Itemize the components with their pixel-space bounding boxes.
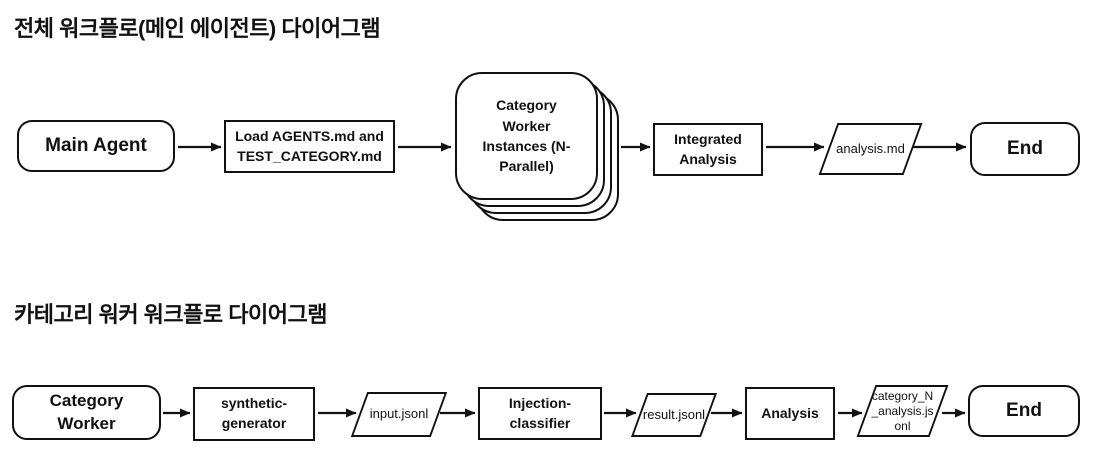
node-end-worker: End xyxy=(968,385,1080,437)
node-category-worker-label: Category Worker xyxy=(49,390,124,433)
node-result-jsonl: result.jsonl xyxy=(630,393,718,437)
node-category-worker: Category Worker xyxy=(12,385,161,440)
node-injection-classifier-label: Injection-classifier xyxy=(508,394,572,431)
node-analysis-md-label: analysis.md xyxy=(836,140,905,156)
node-category-n-analysis-jsonl-label: category_N_analysis.jsonl xyxy=(871,388,934,433)
node-injection-classifier: Injection-classifier xyxy=(478,387,602,440)
node-synthetic-generator: synthetic-generator xyxy=(193,387,315,441)
worker-workflow-title: 카테고리 워커 워크플로 다이어그램 xyxy=(14,302,327,327)
node-end-main-label: End xyxy=(1007,137,1043,159)
node-load-files: Load AGENTS.md and TEST_CATEGORY.md xyxy=(224,120,395,173)
node-main-agent-label: Main Agent xyxy=(45,134,147,156)
node-end-main: End xyxy=(970,122,1080,176)
node-main-agent: Main Agent xyxy=(17,120,175,172)
node-integrated-analysis-label: Integrated Analysis xyxy=(674,130,742,167)
node-category-n-analysis-jsonl: category_N_analysis.jsonl xyxy=(855,385,950,437)
main-workflow-title: 전체 워크플로(메인 에이전트) 다이어그램 xyxy=(14,16,381,41)
node-integrated-analysis: Integrated Analysis xyxy=(653,123,763,176)
node-input-jsonl: input.jsonl xyxy=(350,392,448,437)
node-synthetic-generator-label: synthetic-generator xyxy=(220,395,288,431)
node-input-jsonl-label: input.jsonl xyxy=(369,406,429,422)
node-end-worker-label: End xyxy=(1006,399,1042,421)
node-load-files-label: Load AGENTS.md and TEST_CATEGORY.md xyxy=(235,127,384,164)
node-analysis: Analysis xyxy=(745,387,835,440)
node-category-worker-instances: Category Worker Instances (N-Parallel) xyxy=(455,72,619,221)
node-category-worker-instances-label: Category Worker Instances (N-Parallel) xyxy=(482,97,571,175)
stack-layer-front: Category Worker Instances (N-Parallel) xyxy=(455,72,598,200)
node-analysis-md: analysis.md xyxy=(818,123,923,175)
node-analysis-label: Analysis xyxy=(761,404,819,421)
node-result-jsonl-label: result.jsonl xyxy=(642,406,706,422)
